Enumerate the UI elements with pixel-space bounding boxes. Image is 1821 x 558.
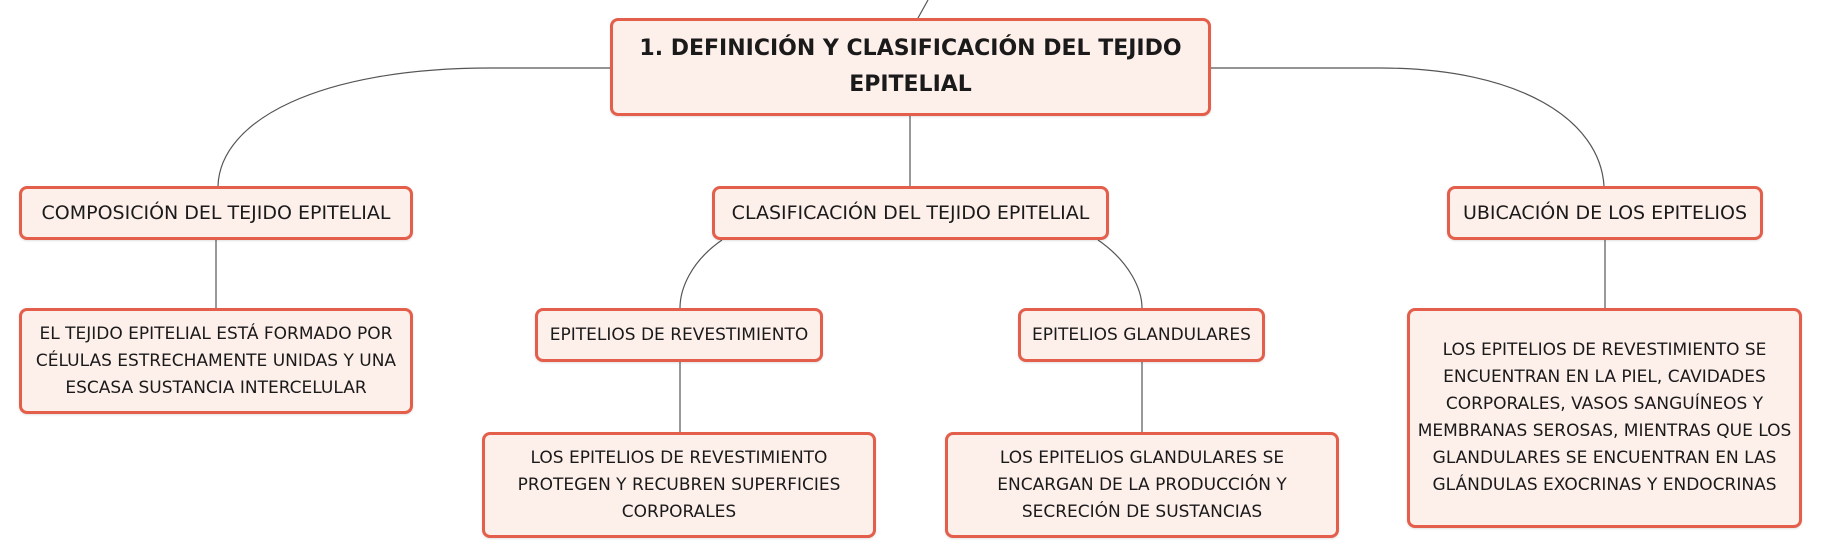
topic-composicion-node[interactable]: COMPOSICIÓN DEL TEJIDO EPITELIAL <box>19 186 413 240</box>
glandulares-detail-text: LOS EPITELIOS GLANDULARES SE ENCARGAN DE… <box>997 447 1287 522</box>
ubicacion-detail-text: LOS EPITELIOS DE REVESTIMIENTO SE ENCUEN… <box>1417 340 1792 495</box>
topic-clasificacion-label: CLASIFICACIÓN DEL TEJIDO EPITELIAL <box>731 202 1090 224</box>
connector-root-to-composicion <box>217 67 610 187</box>
revestimiento-detail-node[interactable]: LOS EPITELIOS DE REVESTIMIENTO PROTEGEN … <box>482 432 876 538</box>
connector-parent-to-root <box>917 0 929 19</box>
subtopic-revestimiento-node[interactable]: EPITELIOS DE REVESTIMIENTO <box>535 308 823 362</box>
glandulares-detail-node[interactable]: LOS EPITELIOS GLANDULARES SE ENCARGAN DE… <box>945 432 1339 538</box>
composicion-detail-node[interactable]: EL TEJIDO EPITELIAL ESTÁ FORMADO POR CÉL… <box>19 308 413 414</box>
topic-ubicacion-node[interactable]: UBICACIÓN DE LOS EPITELIOS <box>1447 186 1763 240</box>
root-topic-node[interactable]: 1. DEFINICIÓN Y CLASIFICACIÓN DEL TEJIDO… <box>610 18 1211 116</box>
subtopic-revestimiento-label: EPITELIOS DE REVESTIMIENTO <box>549 325 809 345</box>
subtopic-glandulares-node[interactable]: EPITELIOS GLANDULARES <box>1018 308 1265 362</box>
topic-clasificacion-node[interactable]: CLASIFICACIÓN DEL TEJIDO EPITELIAL <box>712 186 1109 240</box>
connector-root-to-ubicacion <box>1210 67 1605 187</box>
composicion-detail-text: EL TEJIDO EPITELIAL ESTÁ FORMADO POR CÉL… <box>35 323 397 398</box>
root-topic-label: 1. DEFINICIÓN Y CLASIFICACIÓN DEL TEJIDO… <box>639 36 1182 97</box>
ubicacion-detail-node[interactable]: LOS EPITELIOS DE REVESTIMIENTO SE ENCUEN… <box>1407 308 1802 528</box>
topic-ubicacion-label: UBICACIÓN DE LOS EPITELIOS <box>1462 202 1748 224</box>
revestimiento-detail-text: LOS EPITELIOS DE REVESTIMIENTO PROTEGEN … <box>517 447 841 522</box>
connector-clasificacion-to-glandulares <box>1097 239 1143 309</box>
topic-composicion-label: COMPOSICIÓN DEL TEJIDO EPITELIAL <box>41 202 391 224</box>
connector-clasificacion-to-revestimiento <box>679 239 723 309</box>
subtopic-glandulares-label: EPITELIOS GLANDULARES <box>1032 325 1251 345</box>
